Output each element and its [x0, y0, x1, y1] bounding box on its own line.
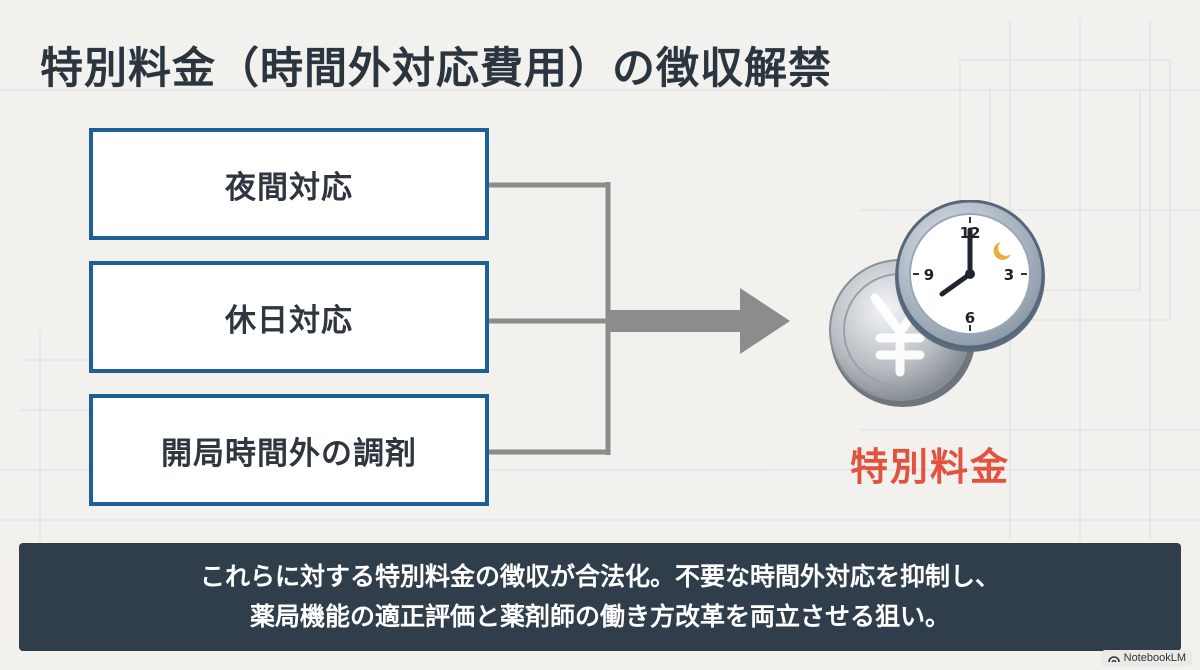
result-label: 特別料金 — [850, 445, 1011, 489]
clock-numeral-9: 9 — [924, 266, 934, 284]
clock-and-yen-coin-icon: 12 3 6 9 — [825, 199, 1065, 410]
page-title: 特別料金（時間外対応費用）の徴収解禁 — [40, 44, 832, 94]
watermark-label: NotebookLM — [1123, 652, 1186, 664]
source-box-holiday: 休日対応 — [89, 261, 489, 373]
clock-icon: 12 3 6 9 — [895, 199, 1045, 352]
notebooklm-watermark: NotebookLM — [1101, 650, 1192, 666]
banner-line-2: 薬局機能の適正評価と薬剤師の働き方改革を両立させる狙い。 — [249, 602, 950, 631]
source-label-holiday: 休日対応 — [225, 302, 353, 339]
source-box-night: 夜間対応 — [89, 128, 489, 240]
clock-numeral-6: 6 — [965, 309, 975, 327]
banner-line-1: これらに対する特別料金の徴収が合法化。不要な時間外対応を抑制し、 — [199, 562, 1000, 591]
summary-banner: これらに対する特別料金の徴収が合法化。不要な時間外対応を抑制し、 薬局機能の適正… — [19, 543, 1181, 651]
arrow-head — [740, 288, 790, 354]
source-label-night: 夜間対応 — [225, 169, 353, 206]
source-box-after-hours: 開局時間外の調剤 — [89, 394, 489, 506]
moon-icon — [993, 242, 1011, 260]
clock-numeral-3: 3 — [1004, 266, 1014, 284]
arrow-shaft — [608, 310, 748, 332]
notebooklm-logo-icon — [1107, 656, 1120, 663]
clock-minute-hand — [939, 271, 973, 297]
source-label-after-hours: 開局時間外の調剤 — [161, 435, 417, 472]
